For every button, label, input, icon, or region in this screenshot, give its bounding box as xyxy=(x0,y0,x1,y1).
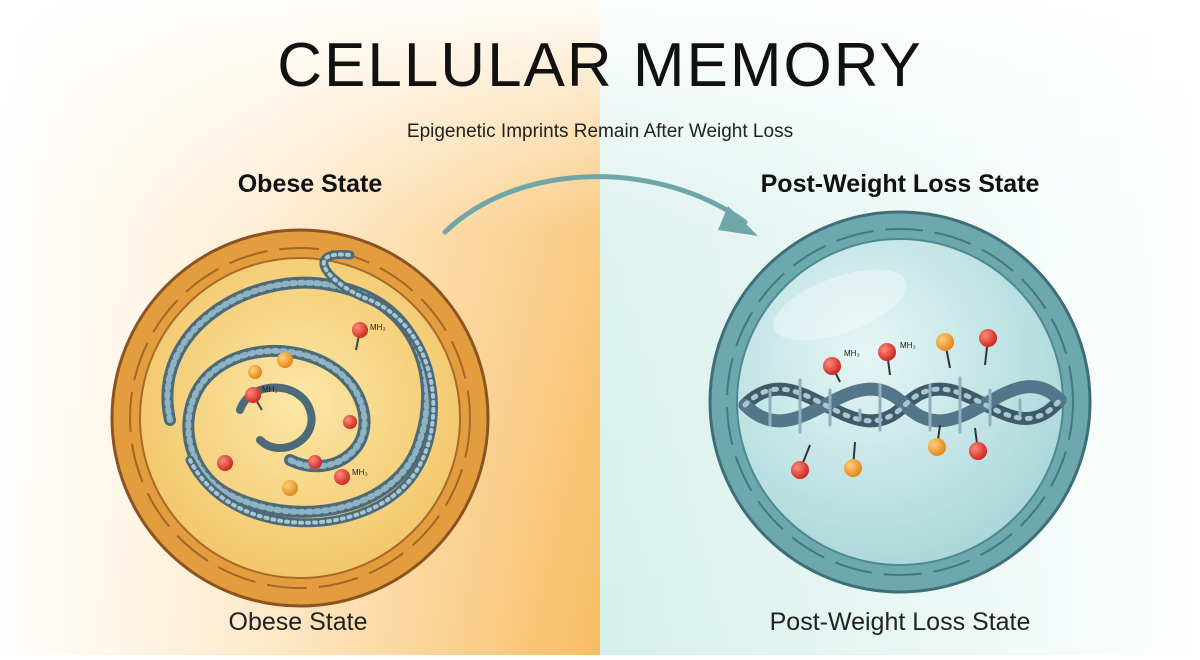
right-panel-heading: Post-Weight Loss State xyxy=(760,170,1040,198)
methyl-marker: MH₃ xyxy=(878,341,916,376)
relaxed-dna-helix xyxy=(738,376,1067,434)
methyl-marker xyxy=(343,415,357,429)
post-weight-loss-cell: MH₃ MH₃ xyxy=(708,210,1092,594)
methyl-marker xyxy=(217,455,233,471)
right-panel-caption: Post-Weight Loss State xyxy=(769,608,1031,636)
methyl-marker xyxy=(844,441,862,477)
svg-text:MH₃: MH₃ xyxy=(844,349,860,358)
diagram-title: CELLULAR MEMORY xyxy=(277,31,923,100)
obese-cell: MH₃ MH₃ MH₃ xyxy=(110,228,490,608)
methyl-marker xyxy=(308,455,322,469)
methyl-marker xyxy=(979,329,997,366)
methyl-marker xyxy=(277,352,293,368)
svg-text:MH₃: MH₃ xyxy=(262,385,278,394)
methyl-marker xyxy=(928,424,946,456)
methyl-marker xyxy=(969,427,987,460)
diagram-subtitle: Epigenetic Imprints Remain After Weight … xyxy=(406,121,794,142)
tangled-dna xyxy=(161,250,438,528)
methyl-marker xyxy=(791,444,811,479)
transition-arrow xyxy=(442,174,758,236)
svg-text:MH₃: MH₃ xyxy=(900,341,916,350)
methyl-marker: MH₃ xyxy=(352,322,386,351)
svg-text:MH₃: MH₃ xyxy=(370,323,386,332)
methyl-marker xyxy=(282,480,298,496)
left-panel-caption: Obese State xyxy=(228,608,368,636)
methyl-marker: MH₃ xyxy=(823,349,860,383)
methyl-marker xyxy=(936,333,954,369)
methyl-marker xyxy=(248,365,262,379)
left-panel-heading: Obese State xyxy=(237,170,383,198)
svg-text:MH₃: MH₃ xyxy=(352,468,368,477)
methyl-marker: MH₃ xyxy=(245,385,278,411)
methyl-marker: MH₃ xyxy=(334,468,368,485)
